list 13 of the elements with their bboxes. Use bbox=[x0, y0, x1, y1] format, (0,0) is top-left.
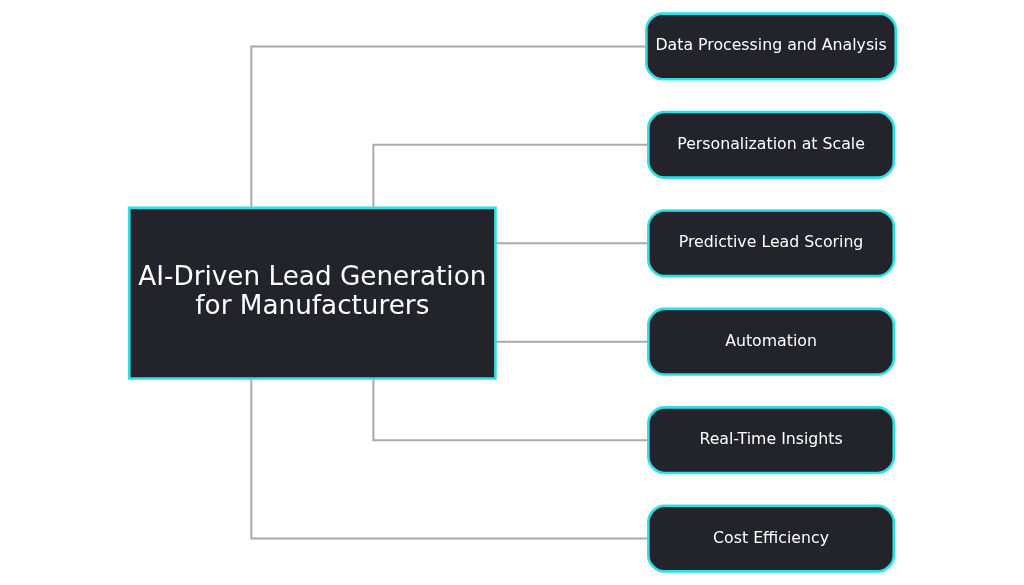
node-box: Real-Time Insights bbox=[646, 406, 895, 475]
connector bbox=[371, 377, 649, 442]
connector bbox=[249, 377, 649, 540]
node-box: Personalization at Scale bbox=[646, 110, 895, 179]
node-box: Data Processing and Analysis bbox=[644, 12, 897, 81]
connector bbox=[371, 143, 649, 209]
node-box: Predictive Lead Scoring bbox=[646, 209, 895, 278]
node-box: AI-Driven Lead Generation for Manufacturers bbox=[127, 206, 497, 380]
node-box: Cost Efficiency bbox=[646, 504, 895, 573]
node-box: Automation bbox=[646, 307, 895, 376]
connector bbox=[494, 340, 649, 343]
connector bbox=[249, 45, 647, 209]
connector bbox=[494, 242, 649, 245]
